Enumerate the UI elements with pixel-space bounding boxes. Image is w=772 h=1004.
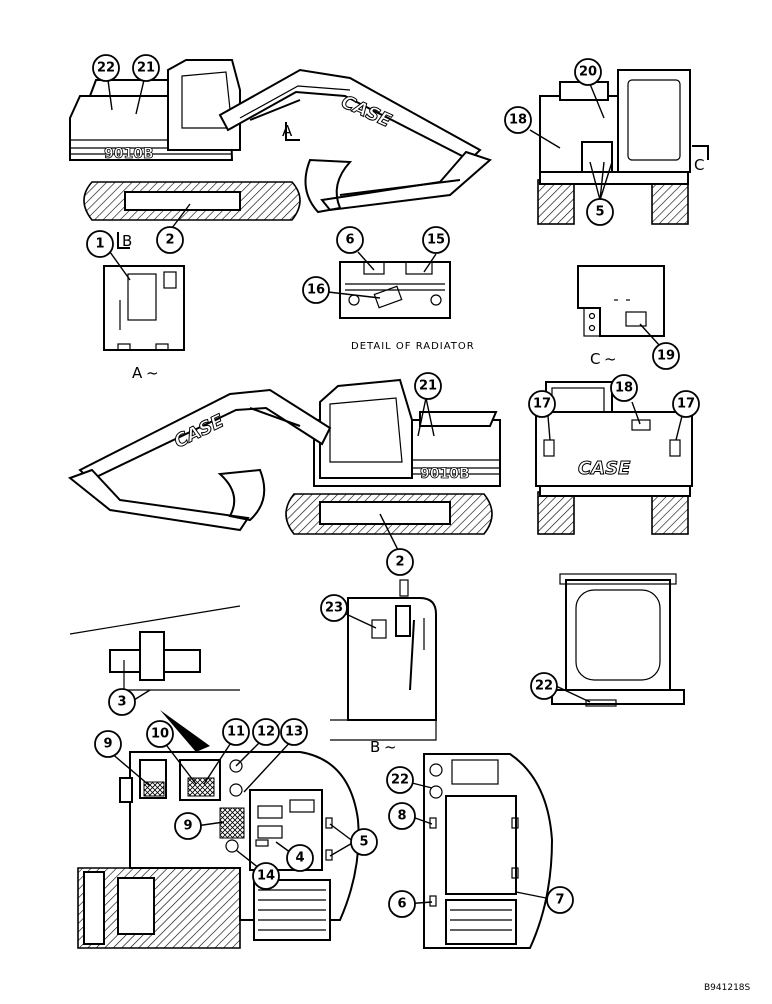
view-b-title: B [370,738,380,756]
callout-12: 12 [252,718,280,746]
callout-8: 8 [388,802,416,830]
svg-text:13: 13 [285,725,303,740]
svg-text:6: 6 [345,233,354,248]
callout-2-middle: 2 [386,548,414,576]
arrow-a-label: A [282,122,293,140]
radiator-detail: DETAIL OF RADIATOR [339,261,475,352]
svg-text:~: ~ [146,364,159,382]
svg-text:22: 22 [535,679,553,694]
arrow-c-label: C [694,156,704,174]
callout-20: 20 [574,58,602,86]
svg-text:12: 12 [257,725,275,740]
view-b-tank: B ~ [330,579,437,756]
svg-text:15: 15 [427,233,445,248]
svg-text:2: 2 [395,555,404,570]
callout-6-radiator: 6 [336,226,364,254]
callout-13: 13 [280,718,308,746]
svg-text:2: 2 [165,233,174,248]
view-c-title: C [590,350,600,368]
callout-16: 16 [302,276,330,304]
callout-14: 14 [252,862,280,890]
svg-text:10: 10 [151,727,169,742]
callout-21-top: 21 [132,54,160,82]
view-a-panel: B A ~ [103,232,185,382]
callout-19: 19 [652,342,680,370]
svg-text:21: 21 [419,379,437,394]
callout-10: 10 [146,720,174,748]
svg-text:20: 20 [579,65,597,80]
callout-3: 3 [108,688,136,716]
machine-top-view-left [77,751,360,949]
svg-text:1: 1 [95,237,104,252]
svg-text:19: 19 [657,349,675,364]
view-c-panel: C ~ [577,265,665,368]
callout-21-middle: 21 [414,372,442,400]
excavator-rear-view-top: C [537,69,709,225]
svg-text:9: 9 [103,737,112,752]
callout-11: 11 [222,718,250,746]
svg-text:22: 22 [391,773,409,788]
callout-7: 7 [546,886,574,914]
view-a-title: A [132,364,143,382]
callout-9-middle: 9 [174,812,202,840]
svg-text:5: 5 [595,205,604,220]
body-model-label: 9010B [104,146,154,162]
svg-text:3: 3 [117,695,126,710]
callout-2-top: 2 [156,226,184,254]
svg-text:23: 23 [325,601,343,616]
document-id: B941218S [704,983,751,993]
svg-text:~: ~ [604,350,617,368]
cab-rear-detail [551,573,685,707]
callout-18-top: 18 [504,106,532,134]
callout-15: 15 [422,226,450,254]
callout-22-cab: 22 [530,672,558,700]
svg-text:8: 8 [397,809,406,824]
svg-text:21: 21 [137,61,155,76]
svg-text:18: 18 [509,113,527,128]
callout-1: 1 [86,230,114,258]
svg-text:~: ~ [384,738,397,756]
excavator-rear-view-middle: CASE [535,381,693,535]
callout-9-top: 9 [94,730,122,758]
machine-top-view-right [423,753,554,949]
svg-text:9: 9 [183,819,192,834]
callout-18-middle: 18 [610,374,638,402]
arrow-b-label: B [122,232,132,250]
excavator-side-view-middle: CASE 9010B [67,378,501,535]
excavator-side-view-top: A CASE 9010B [69,59,492,221]
svg-text:11: 11 [227,725,245,740]
svg-text:17: 17 [677,397,695,412]
svg-text:17: 17 [533,397,551,412]
body-model-label-middle: 9010B [420,466,470,482]
callout-5-top: 5 [586,198,614,226]
svg-text:4: 4 [295,851,304,866]
svg-text:16: 16 [307,283,325,298]
callout-23: 23 [320,594,348,622]
callout-22-top: 22 [92,54,120,82]
rear-brand-label: CASE [578,458,631,479]
callout-5-bottom: 5 [350,828,378,856]
svg-text:6: 6 [397,897,406,912]
callout-22-bottom: 22 [386,766,414,794]
callout-17-left: 17 [528,390,556,418]
radiator-detail-caption: DETAIL OF RADIATOR [351,341,475,352]
svg-text:5: 5 [359,835,368,850]
callout-17-right: 17 [672,390,700,418]
svg-text:18: 18 [615,381,633,396]
callout-6-bottom: 6 [388,890,416,918]
svg-text:22: 22 [97,61,115,76]
callouts: 22 21 2 20 18 5 1 6 15 16 19 21 18 17 17… [86,54,700,918]
svg-text:14: 14 [257,869,275,884]
svg-text:7: 7 [555,893,564,908]
callout-4: 4 [286,844,314,872]
